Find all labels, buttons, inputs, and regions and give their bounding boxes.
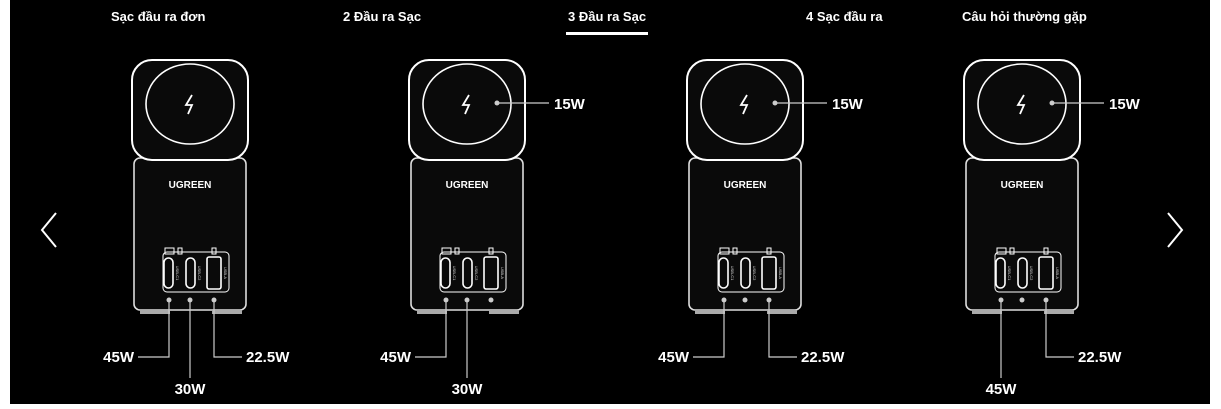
brand-logo: UGREEN bbox=[169, 180, 212, 191]
callout-line bbox=[138, 300, 170, 358]
charging-mode-panel: UGREEN USB-C1 USB-C2 USB-A 15W 45W 30W bbox=[329, 0, 606, 404]
charger-diagram: UGREEN USB-C1 USB-C2 USB-A 15W 45W 22.5W bbox=[963, 59, 1141, 398]
usb-a-output-label: 22.5W bbox=[801, 349, 845, 366]
lightning-icon bbox=[739, 94, 749, 115]
usb-c2-port-label: USB-C2 bbox=[197, 266, 202, 281]
charging-modes-carousel: Sạc đầu ra đơn 2 Đầu ra Sạc 3 Đầu ra Sạc… bbox=[10, 0, 1210, 404]
phone-icon bbox=[488, 247, 494, 255]
wireless-coil-ring bbox=[145, 63, 235, 145]
usb-c2-port bbox=[462, 257, 473, 289]
usb-c2-output-label: 30W bbox=[452, 381, 484, 398]
charger-foot bbox=[140, 310, 170, 314]
usb-c2-output-label: 30W bbox=[175, 381, 207, 398]
port-panel bbox=[994, 251, 1062, 293]
charger-diagram: UGREEN USB-C1 USB-C2 USB-A 45W 30W 22.5W bbox=[103, 59, 290, 398]
usb-a-port-label: USB-A bbox=[778, 267, 783, 280]
charger-foot bbox=[972, 310, 1002, 314]
laptop-icon bbox=[996, 247, 1007, 255]
port-indicator-dot bbox=[1019, 297, 1025, 303]
port-indicator-dot bbox=[488, 297, 494, 303]
wireless-output-label: 15W bbox=[1109, 96, 1141, 113]
tab-single-output[interactable]: Sạc đầu ra đơn bbox=[111, 9, 206, 24]
usb-c1-output-label: 45W bbox=[986, 381, 1018, 398]
phone-icon bbox=[1043, 247, 1049, 255]
chevron-left-icon bbox=[40, 212, 57, 248]
charger-foot bbox=[417, 310, 447, 314]
usb-c1-port-label: USB-C1 bbox=[452, 266, 457, 281]
charging-mode-panel: UGREEN USB-C1 USB-C2 USB-A 15W 45W 22.5W bbox=[884, 0, 1161, 404]
brand-logo: UGREEN bbox=[1001, 180, 1044, 191]
usb-c2-port-label: USB-C2 bbox=[1029, 266, 1034, 281]
charging-mode-panel: UGREEN USB-C1 USB-C2 USB-A 15W 45W 22.5W bbox=[607, 0, 884, 404]
usb-c2-port-label: USB-C2 bbox=[752, 266, 757, 281]
laptop-icon bbox=[441, 247, 452, 255]
wireless-output-label: 15W bbox=[554, 96, 586, 113]
usb-c2-port bbox=[1017, 257, 1028, 289]
tab-faq[interactable]: Câu hỏi thường gặp bbox=[962, 9, 1087, 24]
brand-logo: UGREEN bbox=[446, 180, 489, 191]
callout-line bbox=[213, 300, 242, 358]
laptop-icon bbox=[164, 247, 175, 255]
charging-mode-panel: UGREEN USB-C1 USB-C2 USB-A 45W 30W 22.5W bbox=[52, 0, 329, 404]
phone-icon bbox=[732, 247, 738, 255]
lightning-icon bbox=[461, 94, 471, 115]
charger-foot bbox=[212, 310, 242, 314]
charger-foot bbox=[1044, 310, 1074, 314]
wireless-coil-ring bbox=[977, 63, 1067, 145]
phone-icon bbox=[177, 247, 183, 255]
usb-c2-port-label: USB-C2 bbox=[474, 266, 479, 281]
usb-a-port-label: USB-A bbox=[1055, 267, 1060, 280]
wireless-coil-ring bbox=[422, 63, 512, 145]
brand-logo: UGREEN bbox=[724, 180, 767, 191]
usb-a-port bbox=[206, 256, 222, 290]
usb-a-port bbox=[761, 256, 777, 290]
usb-c1-port-label: USB-C1 bbox=[730, 266, 735, 281]
usb-c1-port-label: USB-C1 bbox=[1007, 266, 1012, 281]
phone-icon bbox=[211, 247, 217, 255]
tab-three-outputs[interactable]: 3 Đầu ra Sạc bbox=[565, 9, 649, 35]
tab-two-outputs[interactable]: 2 Đầu ra Sạc bbox=[343, 9, 422, 24]
usb-a-port bbox=[1038, 256, 1054, 290]
callout-line bbox=[1045, 300, 1074, 358]
callout-line bbox=[415, 300, 447, 358]
usb-a-port-label: USB-A bbox=[223, 267, 228, 280]
usb-c1-port-label: USB-C1 bbox=[175, 266, 180, 281]
wireless-output-label: 15W bbox=[832, 96, 864, 113]
port-panel bbox=[439, 251, 507, 293]
charger-foot bbox=[489, 310, 519, 314]
usb-c1-port bbox=[163, 257, 174, 289]
callout-line bbox=[693, 300, 725, 358]
usb-c1-output-label: 45W bbox=[658, 349, 690, 366]
usb-c1-port bbox=[718, 257, 729, 289]
usb-c2-port bbox=[185, 257, 196, 289]
usb-c2-port bbox=[740, 257, 751, 289]
wireless-coil-ring bbox=[700, 63, 790, 145]
usb-c1-port bbox=[995, 257, 1006, 289]
port-panel bbox=[717, 251, 785, 293]
prev-slide-button[interactable] bbox=[38, 210, 62, 250]
next-slide-button[interactable] bbox=[1162, 210, 1186, 250]
chevron-right-icon bbox=[1167, 212, 1184, 248]
port-panel bbox=[162, 251, 230, 293]
charger-foot bbox=[695, 310, 725, 314]
callout-line bbox=[768, 300, 797, 358]
phone-icon bbox=[454, 247, 460, 255]
usb-a-port bbox=[483, 256, 499, 290]
laptop-icon bbox=[719, 247, 730, 255]
usb-a-port-label: USB-A bbox=[500, 267, 505, 280]
tab-four-outputs[interactable]: 4 Sạc đầu ra bbox=[806, 9, 883, 24]
usb-c1-output-label: 45W bbox=[103, 349, 135, 366]
charger-diagram: UGREEN USB-C1 USB-C2 USB-A 15W 45W 22.5W bbox=[658, 59, 864, 366]
usb-c1-port bbox=[440, 257, 451, 289]
phone-icon bbox=[766, 247, 772, 255]
charger-foot bbox=[767, 310, 797, 314]
phone-icon bbox=[1009, 247, 1015, 255]
lightning-icon bbox=[1016, 94, 1026, 115]
charger-diagram: UGREEN USB-C1 USB-C2 USB-A 15W 45W 30W bbox=[380, 59, 586, 398]
lightning-icon bbox=[184, 94, 194, 115]
usb-a-output-label: 22.5W bbox=[1078, 349, 1122, 366]
usb-c1-output-label: 45W bbox=[380, 349, 412, 366]
usb-a-output-label: 22.5W bbox=[246, 349, 290, 366]
port-indicator-dot bbox=[742, 297, 748, 303]
